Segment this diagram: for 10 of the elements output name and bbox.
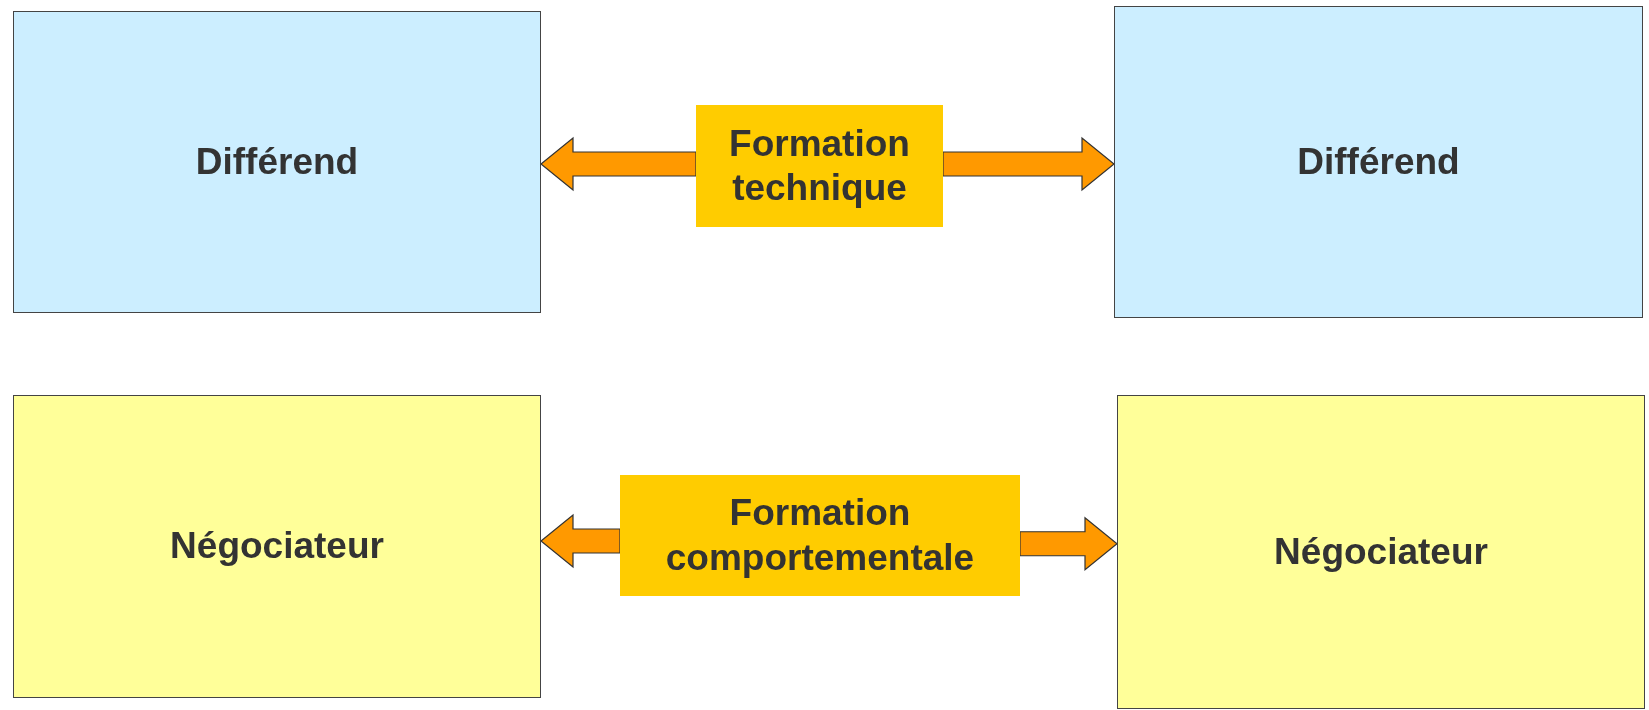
training-label: Formation technique [696, 105, 943, 227]
negotiator-box: Négociateur [1117, 395, 1645, 709]
block-arrow [540, 136, 697, 192]
negotiator-box: Négociateur [13, 395, 541, 698]
block-arrow [942, 136, 1115, 192]
dispute-box: Différend [1114, 6, 1643, 318]
block-arrow [1019, 516, 1118, 571]
dispute-box: Différend [13, 11, 541, 313]
training-label: Formation comportementale [620, 475, 1020, 596]
block-arrow [540, 513, 621, 569]
